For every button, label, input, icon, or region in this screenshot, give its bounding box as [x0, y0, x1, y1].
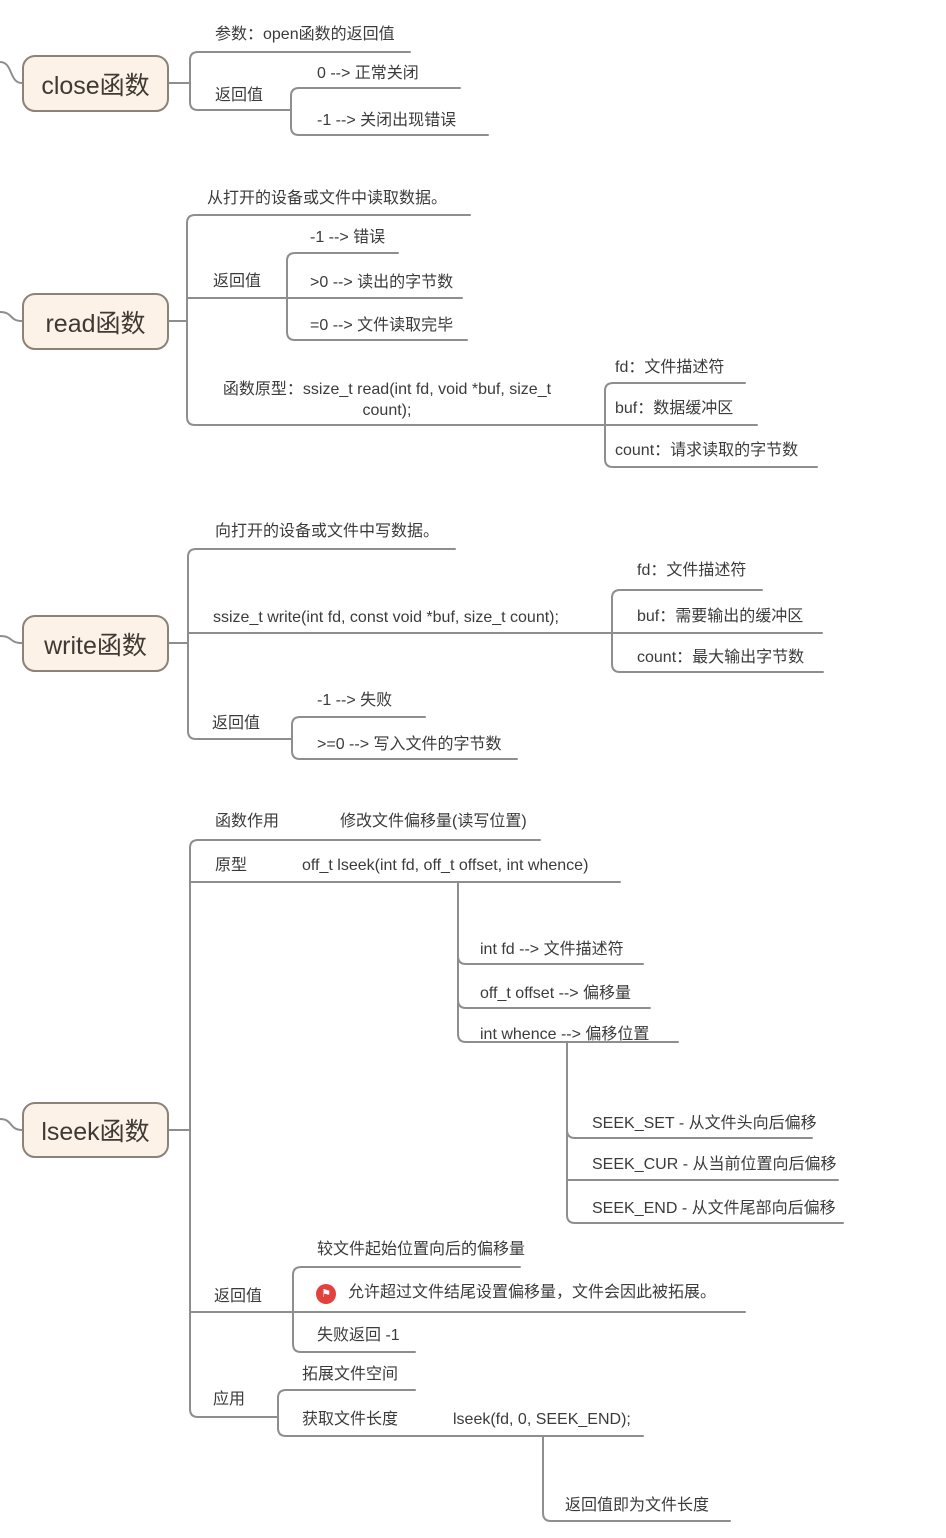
- read-param-fd-topic[interactable]: fd：文件描述符: [615, 359, 725, 376]
- lseek-apply-expand-topic[interactable]: 拓展文件空间: [302, 1366, 399, 1383]
- write-param-fd-topic[interactable]: fd：文件描述符: [637, 562, 747, 579]
- lseek-param-whence-topic[interactable]: int whence --> 偏移位置: [480, 1026, 650, 1043]
- close-param-topic[interactable]: 参数：open函数的返回值: [215, 26, 395, 43]
- lseek-ret-offset-topic[interactable]: 较文件起始位置向后的偏移量: [317, 1241, 526, 1258]
- read-retval-topic[interactable]: 返回值: [213, 273, 262, 290]
- write-param-buf-topic[interactable]: buf：需要输出的缓冲区: [637, 608, 804, 625]
- close-node[interactable]: close函数: [22, 55, 169, 112]
- lseek-seek-cur-topic[interactable]: SEEK_CUR - 从当前位置向后偏移: [592, 1156, 837, 1173]
- close-ret-err-topic[interactable]: -1 --> 关闭出现错误: [317, 112, 457, 129]
- lseek-seek-end-topic[interactable]: SEEK_END - 从文件尾部向后偏移: [592, 1200, 836, 1217]
- flag-icon: ⚑: [316, 1284, 336, 1304]
- read-ret-pos-topic[interactable]: >0 --> 读出的字节数: [310, 274, 454, 291]
- lseek-param-fd-topic[interactable]: int fd --> 文件描述符: [480, 941, 624, 958]
- lseek-apply-code-topic[interactable]: lseek(fd, 0, SEEK_END);: [453, 1411, 631, 1428]
- lseek-seek-set-topic[interactable]: SEEK_SET - 从文件头向后偏移: [592, 1115, 817, 1132]
- lseek-prototype-topic[interactable]: off_t lseek(int fd, off_t offset, int wh…: [302, 857, 589, 874]
- read-param-count-topic[interactable]: count：请求读取的字节数: [615, 442, 799, 459]
- write-prototype-topic[interactable]: ssize_t write(int fd, const void *buf, s…: [213, 609, 559, 626]
- close-ret-ok-topic[interactable]: 0 --> 正常关闭: [317, 65, 419, 82]
- lseek-purpose-topic[interactable]: 修改文件偏移量(读写位置): [340, 813, 527, 830]
- read-node[interactable]: read函数: [22, 293, 169, 350]
- read-param-buf-topic[interactable]: buf：数据缓冲区: [615, 400, 734, 417]
- read-ret-zero-topic[interactable]: =0 --> 文件读取完毕: [310, 317, 454, 334]
- write-retval-topic[interactable]: 返回值: [212, 715, 261, 732]
- lseek-apply-topic[interactable]: 应用: [213, 1391, 246, 1408]
- lseek-apply-result-topic[interactable]: 返回值即为文件长度: [565, 1497, 710, 1514]
- write-node[interactable]: write函数: [22, 615, 169, 672]
- write-desc-topic[interactable]: 向打开的设备或文件中写数据。: [215, 523, 440, 540]
- lseek-purpose-label-topic[interactable]: 函数作用: [215, 813, 280, 830]
- lseek-retval-topic[interactable]: 返回值: [214, 1288, 263, 1305]
- read-prototype-topic[interactable]: 函数原型：ssize_t read(int fd, void *buf, siz…: [222, 381, 552, 419]
- lseek-ret-fail-topic[interactable]: 失败返回 -1: [317, 1327, 400, 1344]
- write-param-count-topic[interactable]: count：最大输出字节数: [637, 649, 805, 666]
- lseek-ret-note-topic[interactable]: 允许超过文件结尾设置偏移量，文件会因此被拓展。: [348, 1284, 717, 1301]
- lseek-proto-label-topic[interactable]: 原型: [215, 857, 248, 874]
- lseek-param-offset-topic[interactable]: off_t offset --> 偏移量: [480, 985, 632, 1002]
- lseek-apply-get-length-topic[interactable]: 获取文件长度: [302, 1411, 399, 1428]
- close-retval-topic[interactable]: 返回值: [215, 87, 264, 104]
- write-ret-ok-topic[interactable]: >=0 --> 写入文件的字节数: [317, 736, 502, 753]
- read-ret-err-topic[interactable]: -1 --> 错误: [310, 229, 386, 246]
- write-ret-err-topic[interactable]: -1 --> 失败: [317, 692, 393, 709]
- read-desc-topic[interactable]: 从打开的设备或文件中读取数据。: [207, 190, 448, 207]
- lseek-node[interactable]: lseek函数: [22, 1102, 169, 1158]
